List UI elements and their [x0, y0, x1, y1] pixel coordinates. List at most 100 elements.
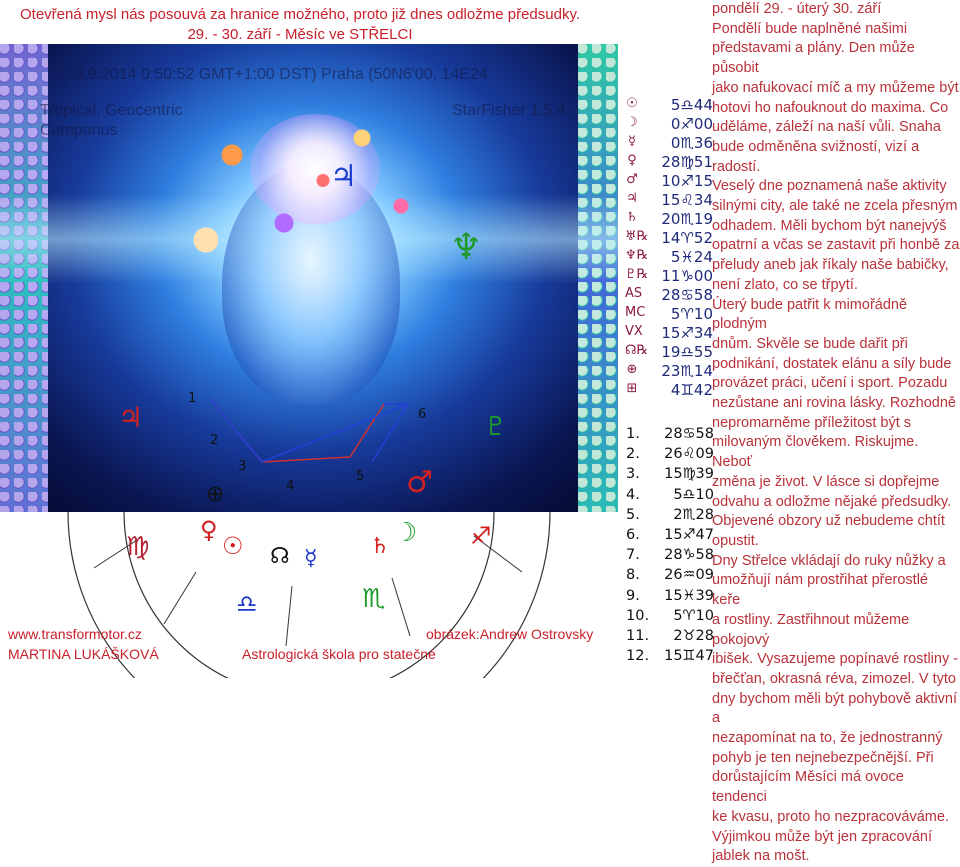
- planet-symbol-icon: ♃: [626, 191, 638, 206]
- house-number: 12.: [626, 648, 650, 665]
- position-value: 19♎55: [661, 343, 713, 361]
- house-row: 2.26♌09: [626, 446, 718, 466]
- jupiter-uranus-glyph-icon: ♃: [330, 159, 357, 194]
- footer-url[interactable]: www.transformotor.cz: [8, 626, 142, 642]
- position-value: 4♊42: [670, 381, 713, 399]
- house-value: 15♊47: [664, 648, 714, 665]
- node-glyph-icon: ☊: [270, 544, 290, 569]
- jupiter-glyph-icon: ♃: [118, 401, 144, 434]
- chart-watermark-date: (29.9.2014 0:50:52 GMT+1:00 DST) Praha (…: [60, 66, 488, 83]
- position-row: ⊕ 23♏14: [625, 362, 715, 381]
- planet-symbol-icon: ☊℞: [625, 343, 649, 358]
- planet-symbol-icon: ♆℞: [625, 248, 649, 263]
- house-row: 1. 28♋58: [626, 426, 718, 446]
- zodiac-wheel-arc: [67, 512, 551, 678]
- position-value: 5♎44: [670, 96, 713, 114]
- house-value: 2♉28: [673, 627, 714, 644]
- house-number: 6.: [626, 526, 640, 543]
- floating-orbs: [180, 104, 440, 274]
- planet-symbol-icon: ♅℞: [625, 229, 649, 244]
- position-value: 20♏19: [661, 210, 713, 228]
- footer-school: Astrologická škola pro statečné: [242, 646, 436, 662]
- house-row: 9. 15♓39: [626, 588, 718, 608]
- house-value: 15♍39: [664, 466, 714, 483]
- planet-symbol-icon: MC: [625, 305, 646, 320]
- mars-glyph-icon: ♂: [406, 465, 433, 500]
- moon-glyph-icon: ☽: [394, 518, 418, 548]
- position-row: ♄ 20♏19: [625, 210, 715, 229]
- position-value: 5♓24: [670, 248, 713, 266]
- aspect-lines: [209, 398, 409, 463]
- house-row: 5.2♏28: [626, 507, 718, 527]
- house-number: 3.: [626, 466, 640, 483]
- house-number-4: 4: [286, 479, 295, 494]
- house-value: 5♈10: [673, 607, 714, 624]
- mercury-glyph-icon: ☿: [304, 546, 318, 571]
- position-value: 15♌34: [661, 191, 713, 209]
- position-value: 0♐00: [670, 115, 713, 133]
- header-title: Otevřená mysl nás posouvá za hranice mož…: [19, 6, 581, 23]
- astro-artwork: (29.9.2014 0:50:52 GMT+1:00 DST) Praha (…: [0, 44, 618, 512]
- house-number: 5.: [626, 506, 640, 523]
- planet-symbol-icon: ⊞: [626, 381, 638, 396]
- house-number: 1.: [626, 426, 640, 442]
- position-value: 5♈10: [670, 305, 713, 323]
- house-value: 15♐47: [664, 526, 714, 543]
- position-row: MC 5♈10: [625, 305, 715, 324]
- virgo-sign-icon: ♍: [126, 532, 150, 562]
- planet-symbol-icon: AS: [625, 286, 643, 301]
- position-row: ♅℞14♈52: [625, 229, 715, 248]
- position-row: ♂ 10♐15: [625, 172, 715, 191]
- planet-symbol-icon: ♂: [626, 172, 638, 187]
- planet-symbol-icon: ☽: [626, 115, 638, 130]
- house-number: 11.: [626, 627, 650, 644]
- header-subtitle: 29. - 30. září - Měsíc ve STŘELCI: [187, 26, 413, 43]
- planet-symbol-icon: ⊕: [626, 362, 638, 377]
- position-row: ☽ 0♐00: [625, 115, 715, 134]
- venus-glyph-icon: ♀: [200, 516, 218, 544]
- planet-symbol-icon: ☿: [628, 134, 636, 149]
- planet-symbol-icon: ☉: [626, 96, 638, 111]
- house-row: 6. 15♐47: [626, 527, 718, 547]
- house-value: 28♋58: [664, 426, 714, 442]
- position-value: 10♐15: [661, 172, 713, 190]
- house-row: 4.5♎10: [626, 487, 718, 507]
- sagittarius-sign-icon: ♐: [470, 522, 492, 550]
- house-row: 7.28♑58: [626, 547, 718, 567]
- saturn-glyph-icon: ♄: [370, 534, 390, 559]
- house-row: 12. 15♊47: [626, 648, 718, 668]
- planet-symbol-icon: VX: [625, 324, 643, 339]
- position-value: 11♑00: [661, 267, 713, 285]
- house-number-5: 5: [356, 469, 365, 484]
- house-number-1: 1: [188, 391, 197, 406]
- footer-author: MARTINA LUKÁŠKOVÁ: [8, 646, 159, 662]
- position-row: ☉ 5♎44: [625, 96, 715, 115]
- part-of-fortune-glyph-icon: ⊕: [206, 482, 225, 507]
- position-value: 28♋58: [661, 286, 713, 304]
- chart-watermark-software: StarFisher 1.5.4: [452, 102, 566, 119]
- chart-watermark-houses: Campanus: [40, 122, 118, 139]
- pluto-glyph-icon: ♇: [484, 412, 508, 442]
- neptune-glyph-icon: ♆: [450, 227, 483, 268]
- house-number: 9.: [626, 587, 640, 604]
- position-value: 28♍51: [661, 153, 713, 171]
- position-row: AS 28♋58: [625, 286, 715, 305]
- planet-symbol-icon: ♄: [626, 210, 638, 225]
- house-number: 7.: [626, 547, 640, 564]
- house-number: 2.: [626, 446, 640, 463]
- position-row: ♃ 15♌34: [625, 191, 715, 210]
- house-row: 8.26♒09: [626, 567, 718, 587]
- position-value: 23♏14: [661, 362, 713, 380]
- position-row: ☿ 0♏36: [625, 134, 715, 153]
- house-value: 15♓39: [664, 587, 714, 604]
- position-value: 15♐34: [661, 324, 713, 342]
- planet-symbol-icon: ♀: [627, 153, 637, 168]
- position-value: 0♏36: [670, 134, 713, 152]
- house-number-6: 6: [418, 407, 427, 422]
- planet-symbol-icon: ♇℞: [625, 267, 649, 282]
- position-row: VX 15♐34: [625, 324, 715, 343]
- house-number-3: 3: [238, 459, 247, 474]
- scorpio-sign-icon: ♏: [362, 584, 386, 614]
- house-row: 3. 15♍39: [626, 466, 718, 486]
